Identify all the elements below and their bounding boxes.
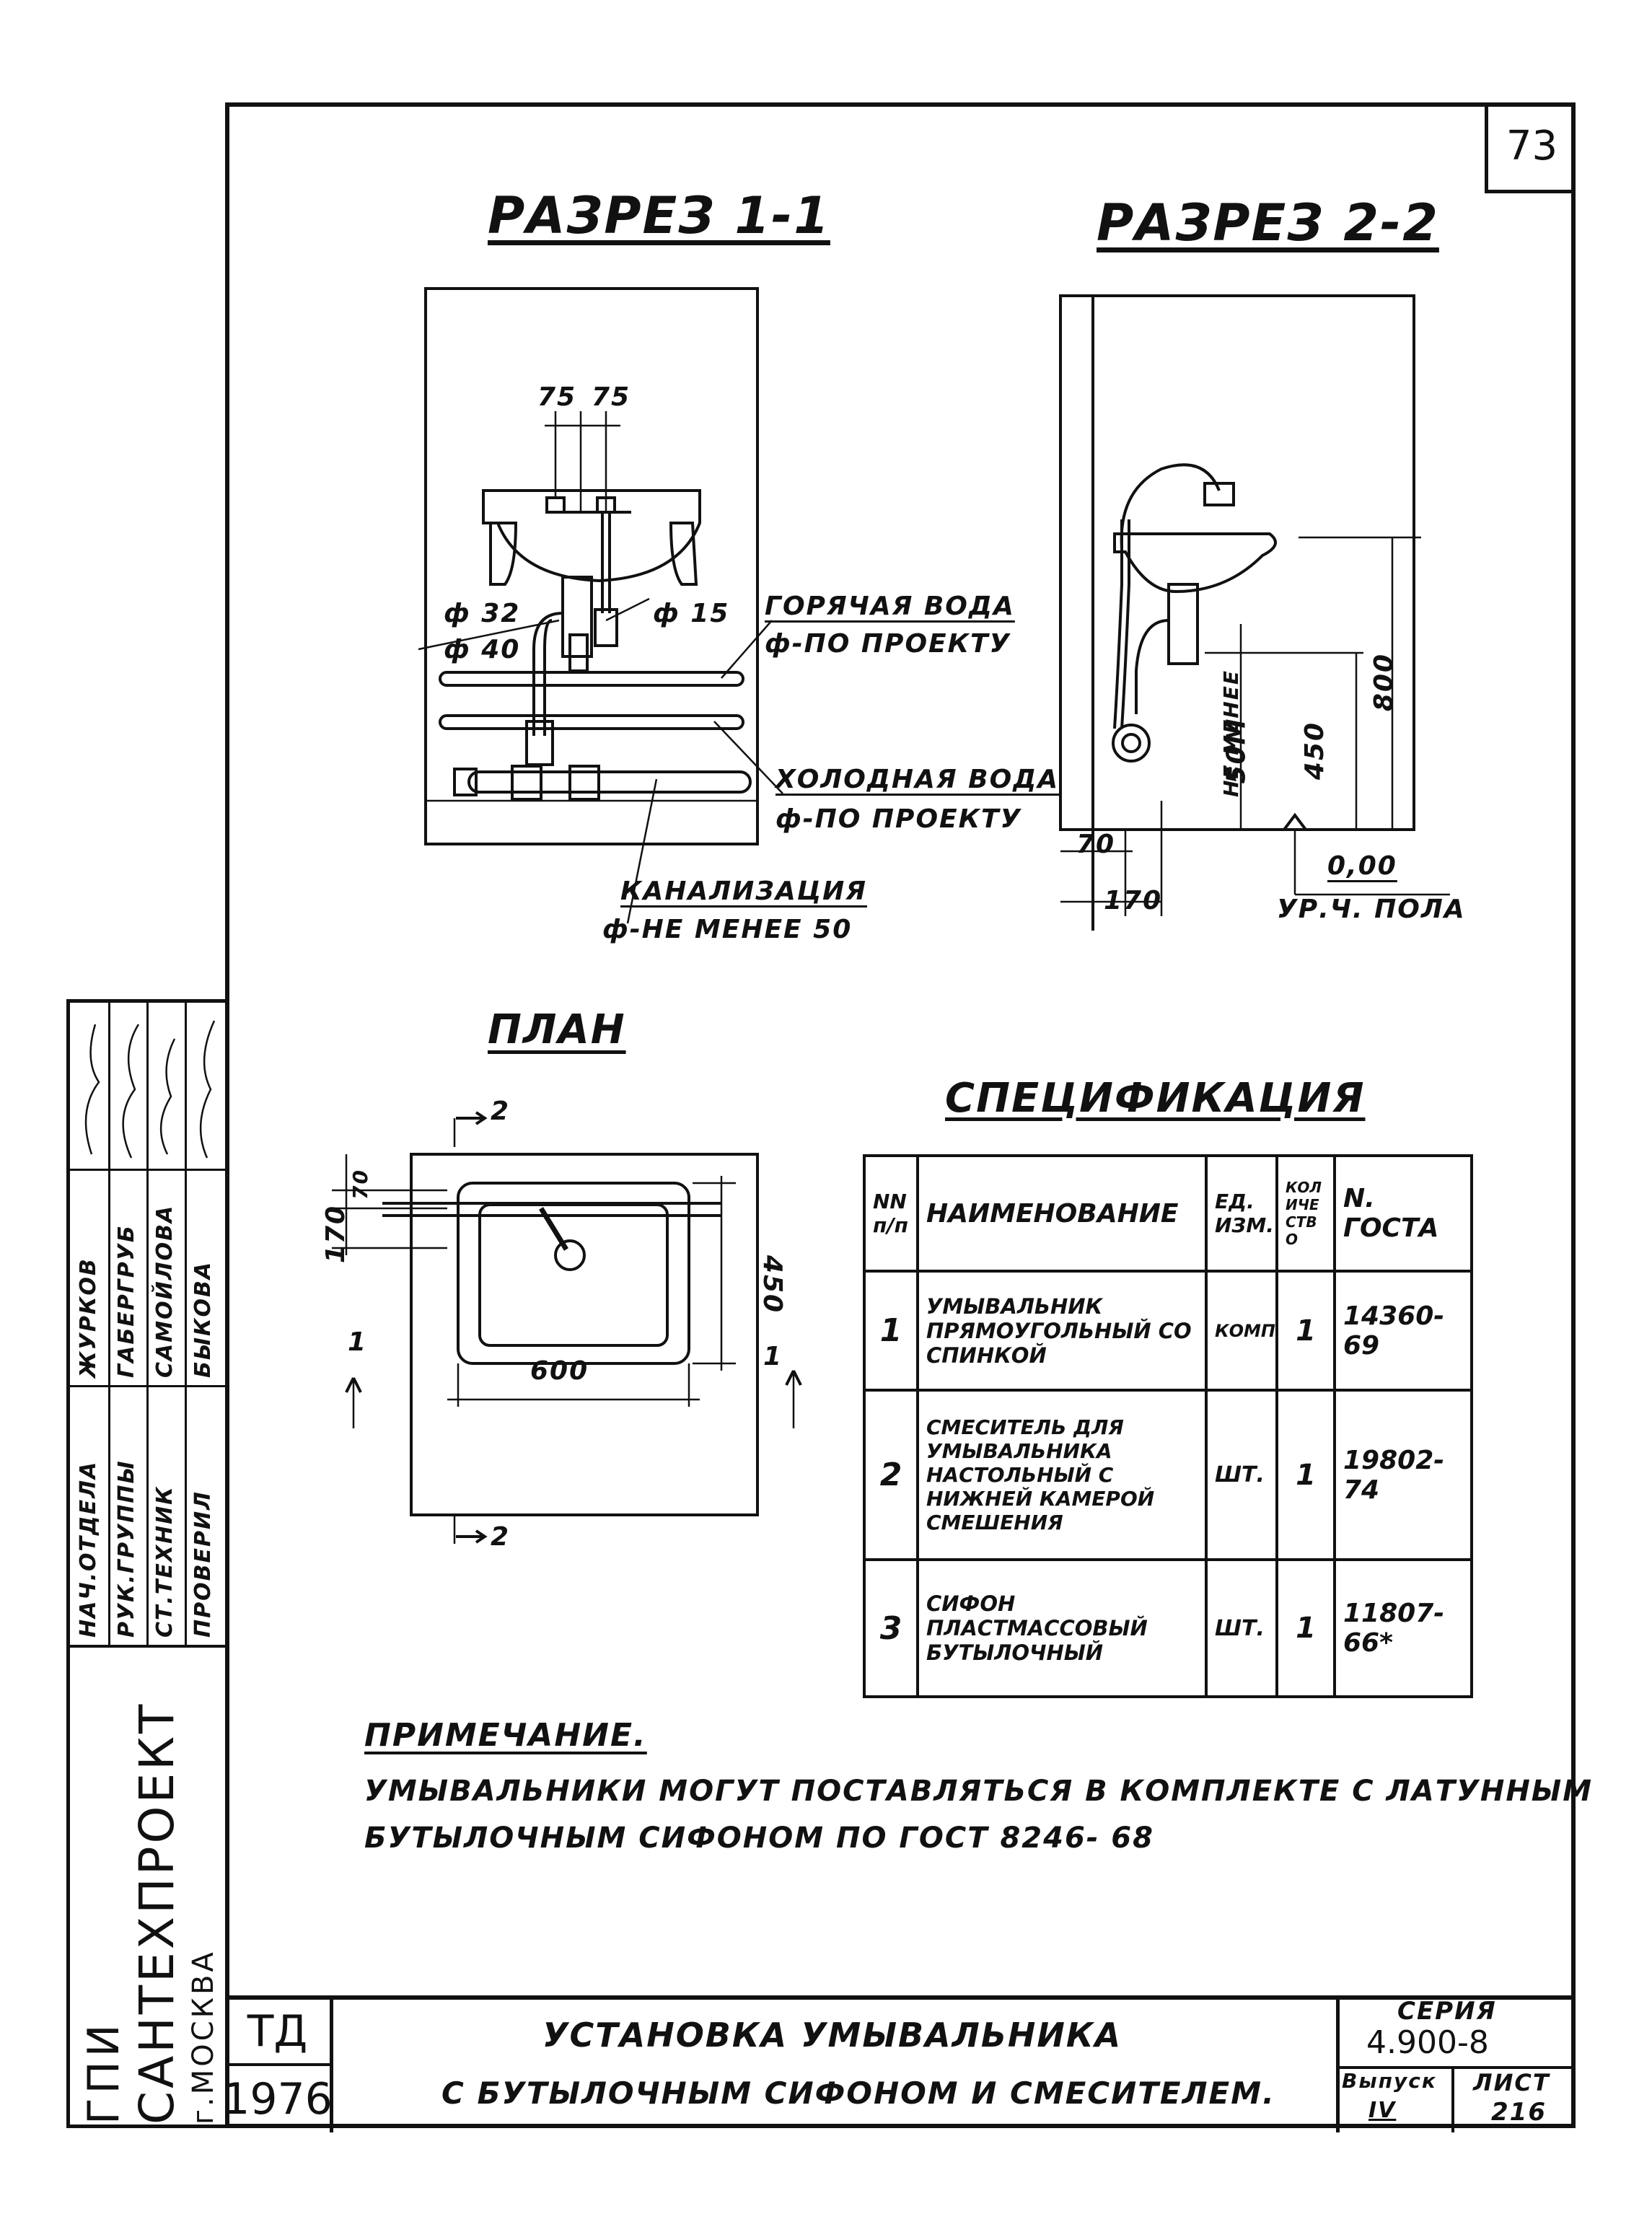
note-title: ПРИМЕЧАНИЕ. <box>364 1717 647 1754</box>
plan-dim-450: 450 <box>757 1255 788 1314</box>
spec-row-name: СИФОН ПЛАСТМАССОВЫЙ БУТЫЛОЧНЫЙ <box>916 1558 1208 1698</box>
plan-section-mark-bottom: 2 <box>491 1522 511 1552</box>
cold-water-label: ХОЛОДНАЯ ВОДА <box>776 765 1060 794</box>
spec-row-qty: 1 <box>1275 1389 1336 1561</box>
name-checker: БЫКОВА <box>190 1260 216 1378</box>
section-2-title: РАЗРЕЗ 2-2 <box>1097 193 1439 252</box>
role-head-dept: НАЧ.ОТДЕЛА <box>76 1460 101 1638</box>
spec-header-num: NN п/п <box>863 1154 919 1273</box>
role-group-lead: РУК.ГРУППЫ <box>114 1459 139 1638</box>
spec-row-gost: 14360-69 <box>1333 1270 1473 1392</box>
signatures <box>84 1020 216 1159</box>
spec-row-unit: КОМП <box>1205 1270 1278 1392</box>
section-1-title: РАЗРЕЗ 1-1 <box>488 186 830 245</box>
spec-row-unit: ШТ. <box>1205 1389 1278 1561</box>
dim-70: 70 <box>1076 830 1116 859</box>
floor-level-label: УР.Ч. ПОЛА <box>1277 895 1466 924</box>
issue-label: Выпуск <box>1342 2069 1437 2093</box>
dim-800: 800 <box>1369 652 1400 712</box>
spec-table: NN п/п НАИМЕНОВАНИЕ ЕД. ИЗМ. КОЛИЧЕСТВО … <box>863 1154 1473 1698</box>
plan-dim-600: 600 <box>530 1356 589 1386</box>
sewer-diameter: ф-НЕ МЕНЕЕ 50 <box>602 915 853 944</box>
plan-drawing <box>332 1111 802 1544</box>
org-full-name: САНТЕХПРОЕКТ <box>129 1701 185 2125</box>
spec-row-unit: ШТ. <box>1205 1558 1278 1698</box>
role-senior-tech: СТ.ТЕХНИК <box>152 1485 177 1638</box>
diameter-32-label: ф 32 <box>444 599 521 628</box>
drawing-title-2: С БУТЫЛОЧНЫМ СИФОНОМ И СМЕСИТЕЛЕМ. <box>441 2075 1275 2111</box>
plan-section-mark-top: 2 <box>491 1097 511 1126</box>
dim-75-b: 75 <box>592 382 631 412</box>
spec-row-qty: 1 <box>1275 1558 1336 1698</box>
spec-header-qty: КОЛИЧЕСТВО <box>1275 1154 1336 1273</box>
plan-dim-170: 170 <box>321 1204 351 1264</box>
spec-row-name: СМЕСИТЕЛЬ ДЛЯ УМЫВАЛЬНИКА НАСТОЛЬНЫЙ С Н… <box>916 1389 1208 1561</box>
spec-row-num: 2 <box>863 1389 919 1561</box>
title-block: ТД 1976 УСТАНОВКА УМЫВАЛЬНИКА С БУТЫЛОЧН… <box>222 1995 1576 2132</box>
spec-header-row: NN п/п НАИМЕНОВАНИЕ ЕД. ИЗМ. КОЛИЧЕСТВО … <box>863 1154 1473 1273</box>
hot-water-label: ГОРЯЧАЯ ВОДА <box>765 592 1015 621</box>
cold-water-diameter: ф-ПО ПРОЕКТУ <box>776 804 1022 834</box>
section-1-drawing <box>418 287 783 924</box>
sheet-label: ЛИСТ <box>1473 2069 1550 2096</box>
spec-row: 2 СМЕСИТЕЛЬ ДЛЯ УМЫВАЛЬНИКА НАСТОЛЬНЫЙ С… <box>863 1389 1473 1561</box>
note-line-2: БУТЫЛОЧНЫМ СИФОНОМ ПО ГОСТ 8246- 68 <box>364 1822 1154 1855</box>
plan-dim-70: 70 <box>348 1169 372 1200</box>
sheet-number: 216 <box>1491 2098 1547 2127</box>
name-senior-tech: САМОЙЛОВА <box>152 1204 177 1378</box>
year-label: 1976 <box>222 2066 333 2132</box>
drawing-frame <box>225 102 1576 2128</box>
dim-450: 450 <box>1300 721 1330 781</box>
spec-row-gost: 19802-74 <box>1333 1389 1473 1561</box>
spec-header-unit: ЕД. ИЗМ. <box>1205 1154 1278 1273</box>
spec-header-gost: N. ГОСТА <box>1333 1154 1473 1273</box>
section-2-drawing <box>1059 294 1450 931</box>
plan-section-mark-left: 1 <box>348 1327 368 1357</box>
spec-row-name: УМЫВАЛЬНИК ПРЯМОУГОЛЬНЫЙ СО СПИНКОЙ <box>916 1270 1208 1392</box>
spec-title: СПЕЦИФИКАЦИЯ <box>945 1075 1366 1122</box>
diameter-15-label: ф 15 <box>653 599 730 628</box>
dim-75-a: 75 <box>537 382 577 412</box>
drawing-title-1: УСТАНОВКА УМЫВАЛЬНИКА <box>542 2016 1122 2055</box>
dim-50m: 50М <box>1221 717 1252 784</box>
series-number: 4.900-8 <box>1366 2024 1489 2061</box>
dim-170: 170 <box>1104 886 1163 915</box>
td-label: ТД <box>225 2000 333 2066</box>
org-city: г.МОСКВА <box>187 1949 220 2125</box>
spec-row: 1 УМЫВАЛЬНИК ПРЯМОУГОЛЬНЫЙ СО СПИНКОЙ КО… <box>863 1270 1473 1392</box>
page-number: 73 <box>1485 102 1576 193</box>
level-zero: 0,00 <box>1327 851 1397 881</box>
issue-number: IV <box>1368 2098 1397 2123</box>
left-stamp: НАЧ.ОТДЕЛА РУК.ГРУППЫ СТ.ТЕХНИК ПРОВЕРИЛ… <box>66 999 225 2128</box>
org-name: ГПИ <box>79 2020 129 2125</box>
spec-row-num: 3 <box>863 1558 919 1698</box>
spec-row: 3 СИФОН ПЛАСТМАССОВЫЙ БУТЫЛОЧНЫЙ ШТ. 1 1… <box>863 1558 1473 1698</box>
spec-row-gost: 11807-66* <box>1333 1558 1473 1698</box>
series-label: СЕРИЯ <box>1397 1997 1497 2026</box>
sewer-label: КАНАЛИЗАЦИЯ <box>620 876 867 906</box>
spec-header-name: НАИМЕНОВАНИЕ <box>916 1154 1208 1273</box>
hot-water-diameter: ф-ПО ПРОЕКТУ <box>765 629 1011 659</box>
plan-title: ПЛАН <box>488 1006 626 1053</box>
role-checker: ПРОВЕРИЛ <box>190 1490 216 1638</box>
spec-row-qty: 1 <box>1275 1270 1336 1392</box>
spec-row-num: 1 <box>863 1270 919 1392</box>
diameter-40-label: ф 40 <box>444 635 521 664</box>
name-group-lead: ГАБЕРГРУБ <box>114 1224 139 1378</box>
note-line-1: УМЫВАЛЬНИКИ МОГУТ ПОСТАВЛЯТЬСЯ В КОМПЛЕК… <box>364 1775 1594 1808</box>
plan-section-mark-right: 1 <box>763 1342 783 1371</box>
name-head-dept: ЖУРКОВ <box>76 1257 101 1378</box>
